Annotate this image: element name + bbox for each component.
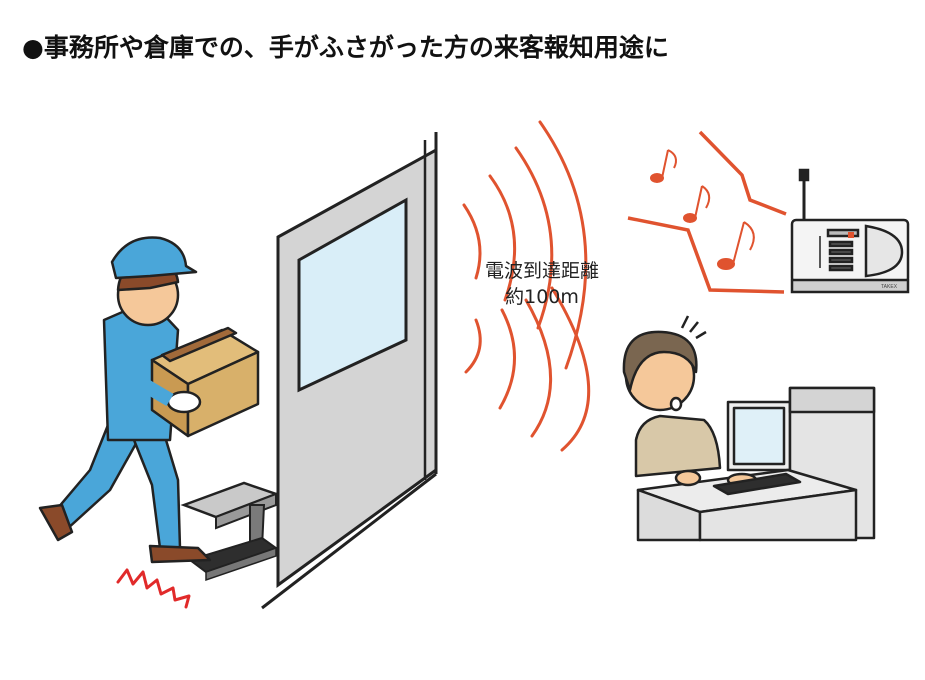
door <box>261 132 438 610</box>
music-note-icon <box>650 149 755 270</box>
wireless-wave-icon <box>462 120 591 452</box>
page-heading: ●事務所や倉庫での、手がふさがった方の来客報知用途に <box>22 33 669 62</box>
foot-switch <box>180 481 280 582</box>
range-label-line1: 電波到達距離 <box>484 260 599 282</box>
range-label-line2: 約100m <box>505 286 579 308</box>
receiver-brand-text: TAKEX <box>881 284 898 290</box>
delivery-worker <box>38 236 260 564</box>
range-label: 電波到達距離 約100m <box>452 258 632 310</box>
office-worker <box>622 315 876 542</box>
chime-sound-lines <box>627 130 787 294</box>
stomp-mark <box>116 568 191 609</box>
chime-receiver <box>790 168 910 294</box>
